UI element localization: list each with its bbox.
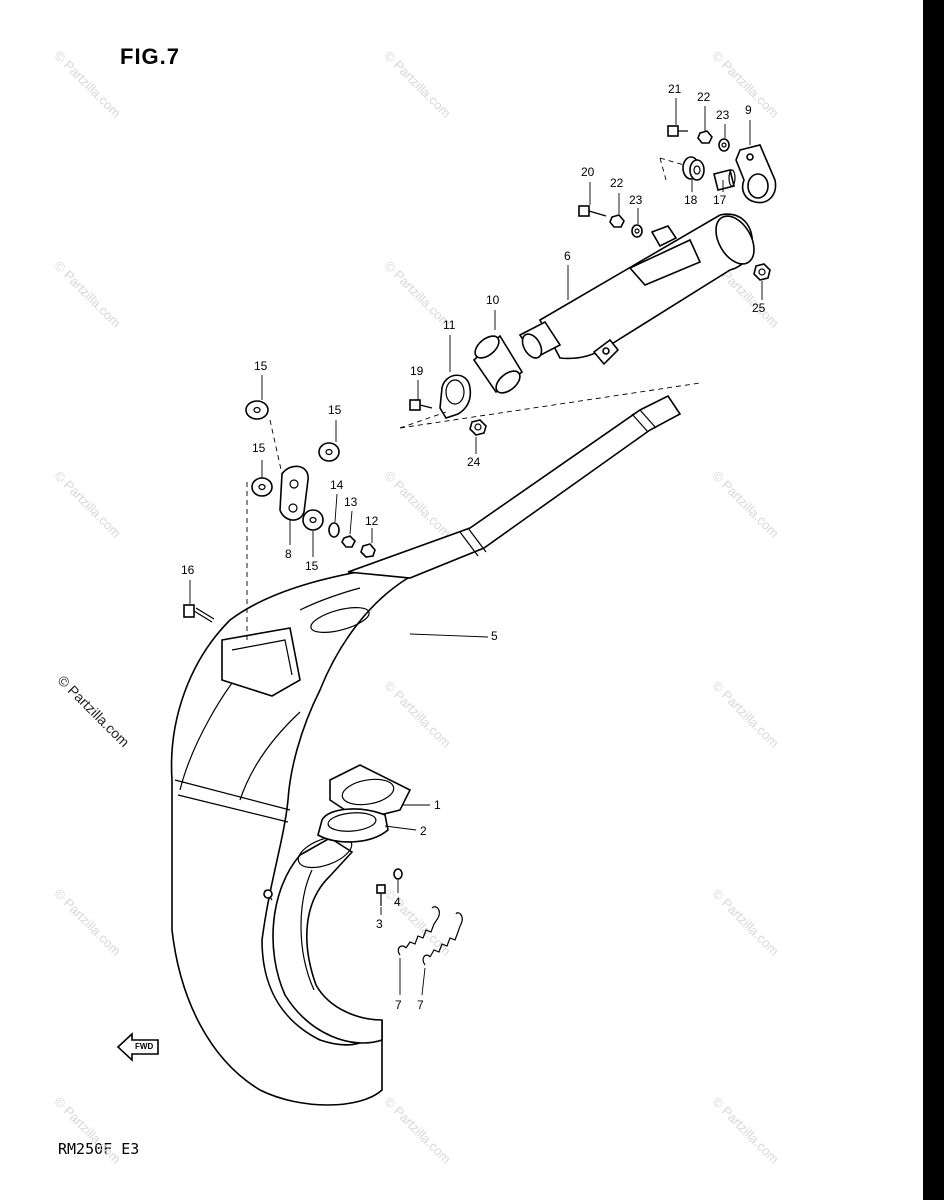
washer-22-middle[interactable] bbox=[609, 214, 625, 228]
callout-7-b: 7 bbox=[417, 998, 424, 1012]
exhaust-spring-b[interactable] bbox=[422, 912, 463, 966]
callout-5: 5 bbox=[491, 629, 498, 643]
silencer-bracket-plate bbox=[628, 238, 702, 286]
model-code: RM250F E3 bbox=[58, 1140, 140, 1158]
washer-23-middle[interactable] bbox=[631, 224, 643, 238]
forward-arrow-icon bbox=[116, 1032, 159, 1062]
exhaust-flange-joint[interactable] bbox=[317, 808, 389, 843]
callout-12: 12 bbox=[365, 514, 379, 528]
clamp-nut[interactable] bbox=[469, 419, 487, 436]
callout-15-d: 15 bbox=[305, 559, 319, 573]
washer-15-d[interactable] bbox=[302, 509, 324, 531]
callout-14: 14 bbox=[330, 478, 344, 492]
callout-7-a: 7 bbox=[395, 998, 402, 1012]
bolt-21[interactable] bbox=[667, 125, 688, 137]
expansion-chamber[interactable] bbox=[170, 394, 682, 1106]
callout-22-b: 22 bbox=[610, 176, 624, 190]
callout-21: 21 bbox=[668, 82, 682, 96]
callout-8: 8 bbox=[285, 547, 292, 561]
callout-20: 20 bbox=[581, 165, 595, 179]
callout-22-a: 22 bbox=[697, 90, 711, 104]
callout-2: 2 bbox=[420, 824, 427, 838]
callout-15-b: 15 bbox=[328, 403, 342, 417]
washer-15-a[interactable] bbox=[245, 400, 269, 420]
washer-13[interactable] bbox=[341, 535, 356, 548]
callout-13: 13 bbox=[344, 495, 358, 509]
callout-23-b: 23 bbox=[629, 193, 643, 207]
washer-15-c[interactable] bbox=[251, 477, 273, 497]
callout-4: 4 bbox=[394, 895, 401, 909]
exhaust-spring-a[interactable] bbox=[397, 906, 440, 956]
heat-shield-plate bbox=[221, 627, 301, 697]
callout-6: 6 bbox=[564, 249, 571, 263]
washer-15-b[interactable] bbox=[318, 442, 340, 462]
bolt-16[interactable] bbox=[183, 604, 215, 623]
callout-3: 3 bbox=[376, 917, 383, 931]
callout-11: 11 bbox=[443, 318, 456, 332]
rubber-grommet[interactable] bbox=[682, 156, 705, 181]
washer-4[interactable] bbox=[393, 868, 403, 880]
pipe-clamp[interactable] bbox=[439, 374, 472, 419]
connector-pipe[interactable] bbox=[471, 332, 524, 397]
callout-1: 1 bbox=[434, 798, 441, 812]
forward-label: FWD bbox=[135, 1042, 154, 1051]
callout-15-a: 15 bbox=[254, 359, 268, 373]
callout-25: 25 bbox=[752, 301, 766, 315]
mount-bolt-3[interactable] bbox=[376, 884, 386, 906]
collar-14[interactable] bbox=[328, 522, 340, 538]
rubber-mount[interactable] bbox=[279, 465, 309, 521]
exhaust-gasket[interactable] bbox=[329, 764, 412, 821]
figure-title: FIG.7 bbox=[120, 44, 181, 69]
callout-16: 16 bbox=[181, 563, 195, 577]
callout-24: 24 bbox=[467, 455, 481, 469]
page-edge-border bbox=[923, 0, 944, 1200]
callout-17: 17 bbox=[713, 193, 727, 207]
callout-23-a: 23 bbox=[716, 108, 730, 122]
leader-lines bbox=[189, 98, 763, 996]
nut-25[interactable] bbox=[753, 263, 771, 281]
silencer[interactable] bbox=[518, 209, 762, 366]
callout-10: 10 bbox=[486, 293, 500, 307]
silencer-mount-bracket[interactable] bbox=[735, 144, 777, 204]
washer-22-top[interactable] bbox=[697, 130, 713, 144]
callout-18: 18 bbox=[684, 193, 698, 207]
nut-12[interactable] bbox=[360, 543, 376, 558]
callout-19: 19 bbox=[410, 364, 424, 378]
bolt-20[interactable] bbox=[578, 205, 607, 217]
callout-9: 9 bbox=[745, 103, 752, 117]
clamp-bolt[interactable] bbox=[409, 399, 433, 411]
collar[interactable] bbox=[713, 169, 736, 191]
callout-15-c: 15 bbox=[252, 441, 266, 455]
washer-23-top[interactable] bbox=[718, 138, 730, 152]
